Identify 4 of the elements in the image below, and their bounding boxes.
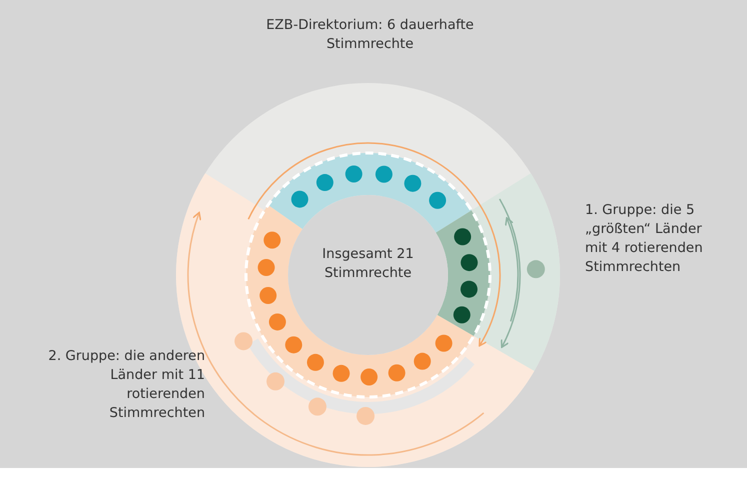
center-label: Insgesamt 21 Stimmrechte — [321, 245, 415, 283]
group-label: EZB-Direktorium: 6 dauerhafte Stimmrechte — [265, 16, 475, 54]
group-label: 1. Gruppe: die 5 „größten“ Länder mit 4 rotierenden Stimmrechten — [585, 201, 704, 277]
group-label: 2. Gruppe: die anderen Länder mit 11 rotierenden Stimmrechten — [47, 347, 205, 423]
